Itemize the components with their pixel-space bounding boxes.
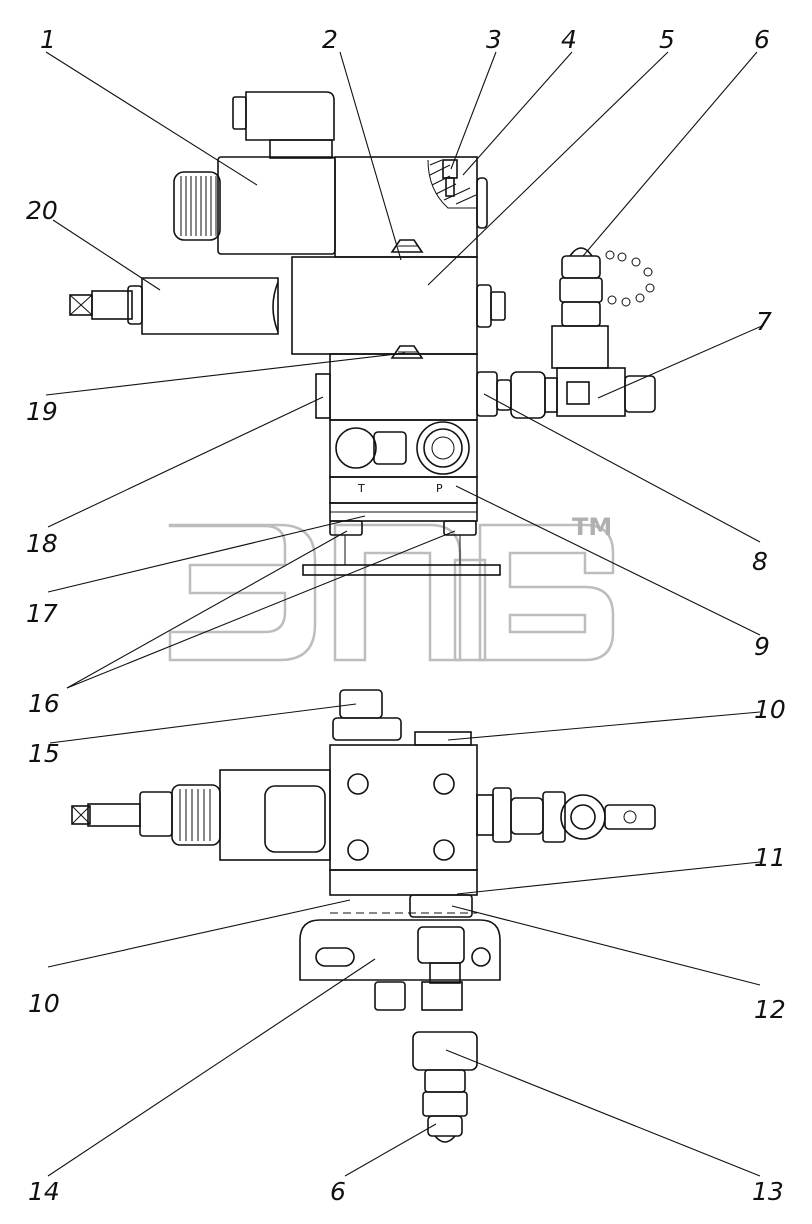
gauge-test-point <box>559 247 655 327</box>
valve-body-middle <box>291 256 506 359</box>
callout-13: 13 <box>752 1177 784 1206</box>
subplate <box>329 419 478 522</box>
callout-4: 4 <box>561 25 577 54</box>
callout-3: 3 <box>486 25 502 54</box>
connector-plug <box>232 91 335 159</box>
callout-8: 8 <box>752 547 768 576</box>
callout-2: 2 <box>322 25 338 54</box>
port-label-t: T <box>357 482 365 495</box>
callout-17: 17 <box>26 599 58 628</box>
callout-10-top: 10 <box>754 695 786 724</box>
callout-15: 15 <box>28 739 60 768</box>
valve-body-lower <box>315 353 498 421</box>
valve-body-upper <box>334 156 488 258</box>
callout-18: 18 <box>26 529 58 558</box>
callout-14: 14 <box>28 1177 60 1206</box>
leader-lines <box>45 51 765 1177</box>
tee-fitting <box>496 325 656 419</box>
callout-numbers: 1 2 3 4 5 6 20 7 19 18 8 17 9 16 15 10 1… <box>26 25 786 1206</box>
callout-10-bottom: 10 <box>28 989 60 1018</box>
callout-7: 7 <box>756 307 772 336</box>
callout-20: 20 <box>26 196 58 225</box>
callout-12: 12 <box>754 995 786 1024</box>
callout-1: 1 <box>40 25 56 54</box>
top-view: T P <box>69 91 656 576</box>
port-label-p: P <box>436 482 443 495</box>
callout-5: 5 <box>659 25 675 54</box>
spool-cylinder <box>69 277 279 335</box>
callout-11: 11 <box>754 843 786 872</box>
callout-9: 9 <box>754 632 770 661</box>
callout-6-bottom: 6 <box>330 1177 346 1206</box>
callout-19: 19 <box>26 397 58 426</box>
solenoid-coil <box>173 156 336 255</box>
bottom-view <box>71 689 656 1143</box>
trademark-sign: TM <box>572 513 612 541</box>
callout-16: 16 <box>28 689 60 718</box>
callout-6-top: 6 <box>754 25 770 54</box>
mounting-bolts <box>302 520 501 576</box>
